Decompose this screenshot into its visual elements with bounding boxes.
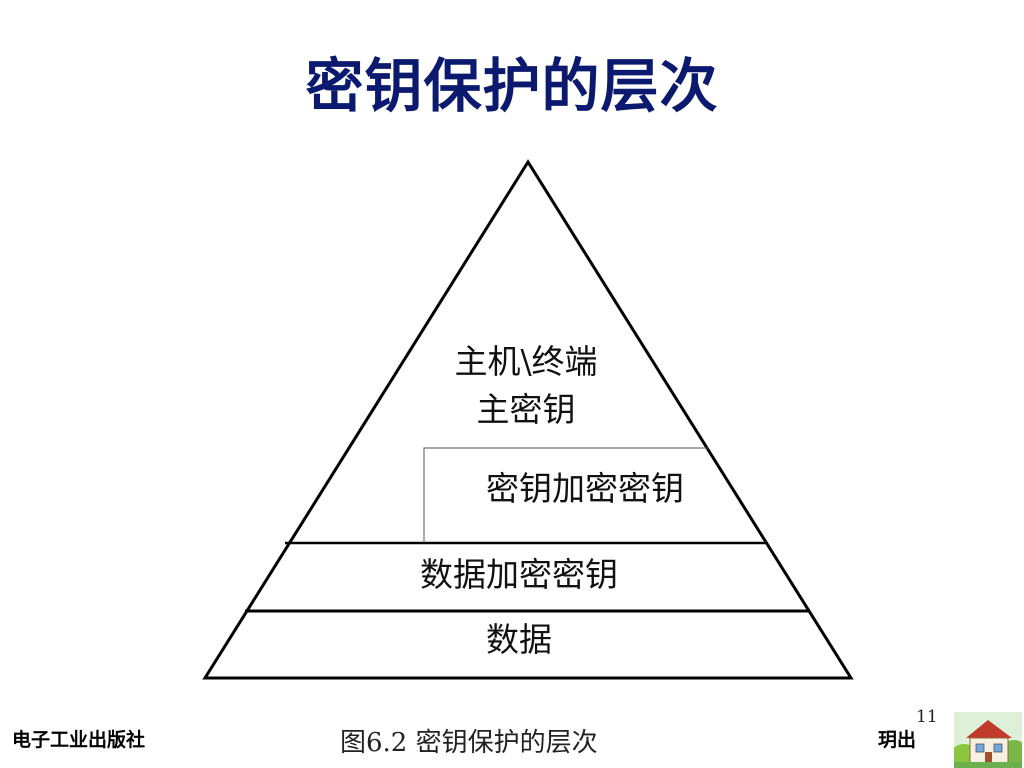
master-key-label-line2: 主密钥 <box>477 390 576 429</box>
house-decoration-icon <box>954 712 1022 768</box>
key-encrypting-key-box <box>423 447 708 543</box>
publisher-left: 电子工业出版社 <box>12 729 146 751</box>
key-encrypting-key-label: 密钥加密密钥 <box>486 469 684 508</box>
data-encrypting-key-label: 数据加密密钥 <box>420 555 618 594</box>
page-number: 11 <box>916 707 938 727</box>
slide-title: 密钥保护的层次 <box>305 52 719 120</box>
publisher-right: 玥出 <box>878 729 917 751</box>
data-label: 数据 <box>486 620 552 659</box>
figure-caption: 图6.2 密钥保护的层次 <box>340 728 598 758</box>
master-key-label-line1: 主机\终端 <box>454 342 597 381</box>
pyramid-outline <box>202 159 854 680</box>
